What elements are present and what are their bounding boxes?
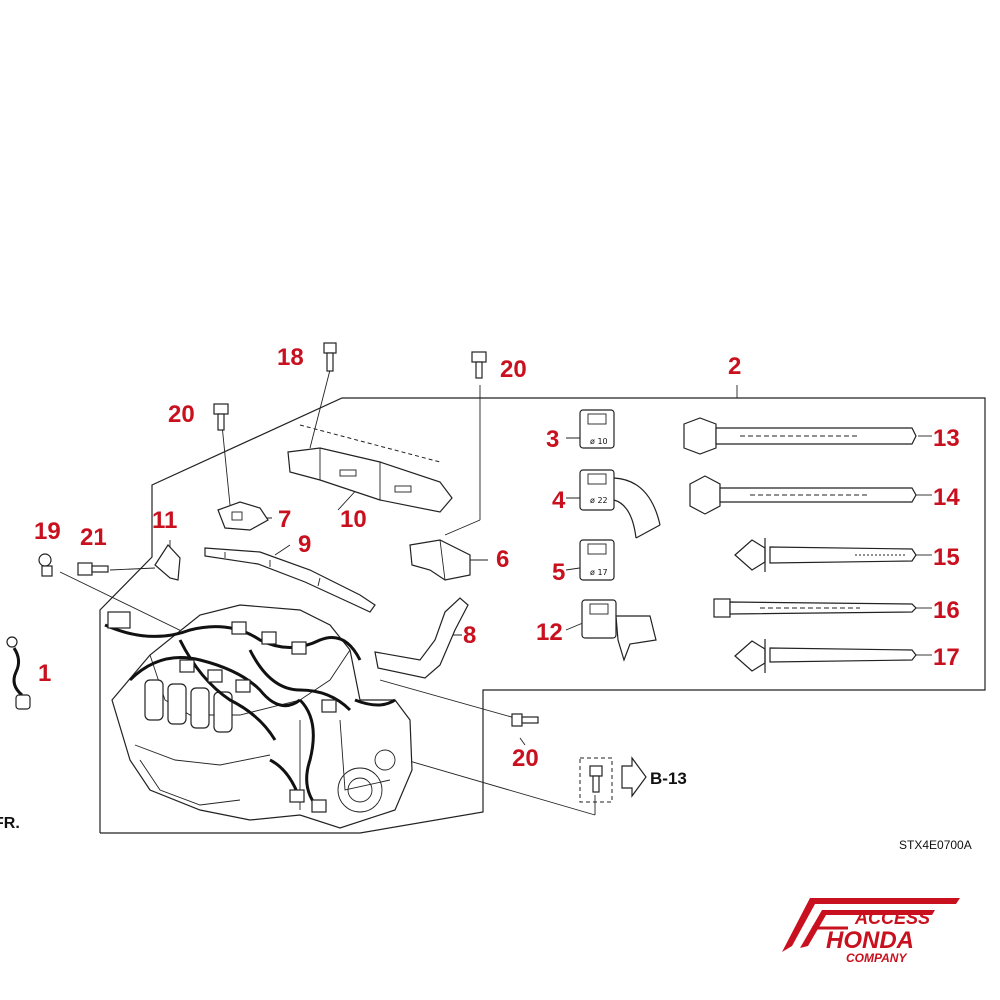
- part-9-harness-cover[interactable]: [204, 547, 376, 613]
- part-14-cable-tie[interactable]: [689, 475, 917, 515]
- logo-line-2: HONDA: [826, 927, 914, 954]
- engine-harness-assembly[interactable]: [104, 604, 413, 829]
- part-19-sensor-bolt[interactable]: [38, 553, 53, 577]
- part-18-stud-bolt[interactable]: [323, 342, 337, 372]
- part-12-clip[interactable]: [581, 599, 657, 662]
- reference-arrow-icon: [621, 756, 647, 798]
- access-honda-logo: ACCESS HONDA COMPANY: [782, 898, 960, 965]
- callout-4[interactable]: 4: [552, 487, 566, 514]
- clip-size-label-5: ø 17: [590, 568, 608, 577]
- reference-b13-link[interactable]: B-13: [650, 769, 687, 788]
- callout-13[interactable]: 13: [933, 425, 960, 452]
- callout-10[interactable]: 10: [340, 506, 367, 533]
- part-17-cable-tie[interactable]: [734, 639, 917, 673]
- callout-9[interactable]: 9: [298, 531, 311, 558]
- part-20a-bolt[interactable]: [213, 403, 229, 431]
- clip-size-label-4: ø 22: [590, 496, 608, 505]
- logo-line-3: COMPANY: [846, 951, 907, 965]
- callout-14[interactable]: 14: [933, 484, 960, 511]
- assembly-outline: [99, 397, 986, 834]
- part-6-bracket[interactable]: [409, 539, 471, 581]
- callout-11[interactable]: 11: [152, 507, 177, 534]
- callout-1[interactable]: 1: [38, 660, 51, 687]
- part-10-harness-cover[interactable]: [287, 424, 453, 513]
- callout-16[interactable]: 16: [933, 597, 960, 624]
- logo-line-1: ACCESS: [854, 908, 930, 928]
- callout-5[interactable]: 5: [552, 559, 565, 586]
- callout-3[interactable]: 3: [546, 426, 559, 453]
- callout-8[interactable]: 8: [463, 622, 476, 649]
- callout-6[interactable]: 6: [496, 546, 509, 573]
- callout-18[interactable]: 18: [277, 344, 304, 371]
- part-15-cable-tie[interactable]: [734, 538, 917, 572]
- clip-size-label-3: ø 10: [590, 437, 608, 446]
- part-8-bracket[interactable]: [374, 597, 469, 679]
- callout-19[interactable]: 19: [34, 518, 61, 545]
- callout-12[interactable]: 12: [536, 619, 563, 646]
- part-1-sensor[interactable]: [6, 636, 31, 710]
- part-7-stay[interactable]: [217, 501, 269, 531]
- diagram-code: STX4E0700A: [899, 838, 972, 852]
- part-20b-bolt[interactable]: [471, 351, 487, 379]
- part-13-cable-tie[interactable]: [683, 417, 917, 455]
- part-21-bolt[interactable]: [77, 562, 109, 576]
- part-16-cable-tie[interactable]: [713, 598, 917, 618]
- part-20c-bolt[interactable]: [511, 713, 539, 727]
- callout-17[interactable]: 17: [933, 644, 960, 671]
- part-11-clamp[interactable]: [154, 544, 181, 581]
- callout-20-c[interactable]: 20: [512, 745, 539, 772]
- part-3-clip[interactable]: [579, 409, 615, 449]
- part-4-clip[interactable]: [579, 469, 661, 539]
- callout-21[interactable]: 21: [80, 524, 107, 551]
- callout-20-a[interactable]: 20: [168, 401, 195, 428]
- front-marker: FR.: [0, 815, 20, 832]
- callout-15[interactable]: 15: [933, 544, 960, 571]
- callout-7[interactable]: 7: [278, 506, 291, 533]
- callout-20-b[interactable]: 20: [500, 356, 527, 383]
- callout-2[interactable]: 2: [728, 353, 741, 380]
- b13-reference-bolt: [579, 757, 613, 803]
- part-5-clip[interactable]: [579, 539, 615, 581]
